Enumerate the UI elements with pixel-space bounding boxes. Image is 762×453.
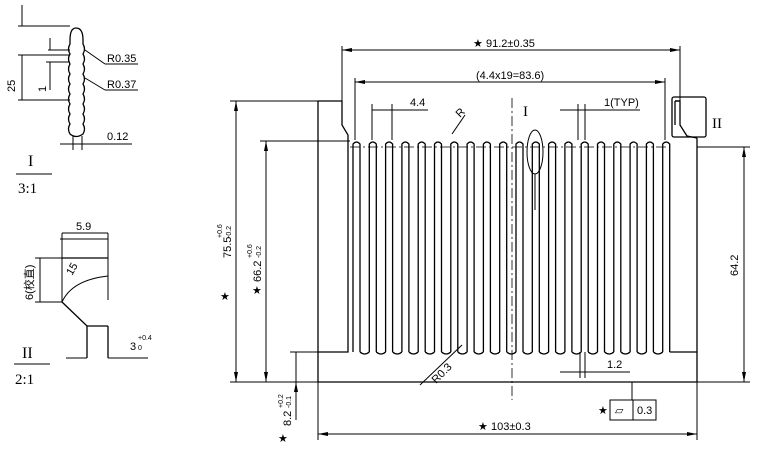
fin-array [352,141,697,355]
dim-bottom: 103±0.3 [491,421,531,433]
fin [482,141,492,352]
detail-I-label: I [28,153,33,170]
dim-overall-top: ★ [473,38,483,50]
fin-root [457,351,468,355]
detail-II: 5.9 6(校直) 15 3 +0.4 0 II 2:1 [14,221,152,388]
fin-root [636,351,647,355]
dim-75-5: 75.5 [222,237,234,258]
detail-I: 25 1 R0.35 R0.37 0.12 I 3:1 [6,5,138,197]
flatness-symbol: ▱ [615,405,624,417]
detail-II-dim-3: 3 [130,341,136,353]
fin-root [489,351,501,355]
base-plate [317,100,349,353]
section-I-ellipse [526,129,544,175]
dim-pitch: (4.4x19=83.6) [476,70,544,82]
dim-66-2-star: ★ [252,285,262,297]
fin [352,141,361,352]
dim-66-2-up: +0.6 [247,244,254,258]
fin-root [522,351,533,355]
section-II-box [671,96,707,138]
fin [662,141,671,352]
dim-bottom-star: ★ [478,421,488,433]
dim-75-5-star: ★ [220,291,230,303]
fin [466,141,475,352]
section-I-label: I [523,104,528,120]
fin-root [555,351,566,355]
dim-66-2-dn: -0.2 [256,246,263,258]
dim-1-2: 1.2 [607,359,622,371]
fin [596,141,606,352]
fin [580,141,589,352]
fin-root [620,351,631,355]
fin [629,141,638,352]
fin-root [359,351,370,355]
fin-root [604,351,615,355]
fin [384,141,394,352]
detail-I-dim-25: 25 [6,80,18,92]
fin [368,141,377,352]
detail-II-dim-15: 15 [64,261,81,278]
dim-8-2-up: +0.2 [278,394,285,408]
dim-75-5-up: +0.6 [217,224,224,238]
fin-radius: R [454,106,468,120]
detail-I-scale: 3:1 [18,181,37,197]
fin [433,141,443,352]
fin-root [392,351,403,355]
dim-8-2-star: ★ [278,433,288,445]
fin [564,141,573,352]
detail-I-r037: R0.37 [107,79,136,91]
fin-root [506,351,517,355]
detail-II-tol-up: +0.4 [138,335,152,342]
fin-root [652,351,664,355]
dim-8-2-dn: -0.1 [286,396,293,408]
dim-overall-top-value: 91.2±0.35 [486,38,535,50]
fin [547,141,557,352]
fin-root [441,351,452,355]
flatness-value: 0.3 [637,405,652,417]
dim-75-5-dn: -0.2 [226,226,233,238]
fin-root [375,351,387,355]
fin [515,141,524,352]
fin [531,141,540,352]
detail-II-tol-dn: 0 [138,345,142,352]
fin [450,141,459,352]
fin [499,141,508,352]
fin [401,141,410,352]
detail-I-dim-1: 1 [37,86,49,92]
dim-typ: 1(TYP) [604,97,639,109]
detail-II-dim-59: 5.9 [76,221,91,233]
main-view: ★ 91.2±0.35 (4.4x19=83.6) 4.4 R I 1(TYP)… [217,38,750,445]
dim-64-2: 64.2 [729,255,741,276]
detail-I-r035: R0.35 [107,53,136,65]
fin-root [587,351,598,355]
detail-II-label: II [22,345,33,362]
fin [645,141,655,352]
fin-root [538,351,550,355]
fin-root [408,351,419,355]
fin-root [473,351,484,355]
detail-I-fin [67,27,86,138]
dim-8-2: 8.2 [282,411,294,426]
detail-II-scale: 2:1 [15,372,34,388]
dim-4-4: 4.4 [410,97,425,109]
fin [417,141,426,352]
section-II-label: II [712,116,722,132]
detail-I-d012: 0.12 [107,131,128,143]
fin-root [424,351,435,355]
detail-II-dim-6: 6(校直) [22,265,36,300]
fin [613,141,622,352]
dim-66-2: 66.2 [252,261,264,282]
flatness-star: ★ [598,405,608,417]
